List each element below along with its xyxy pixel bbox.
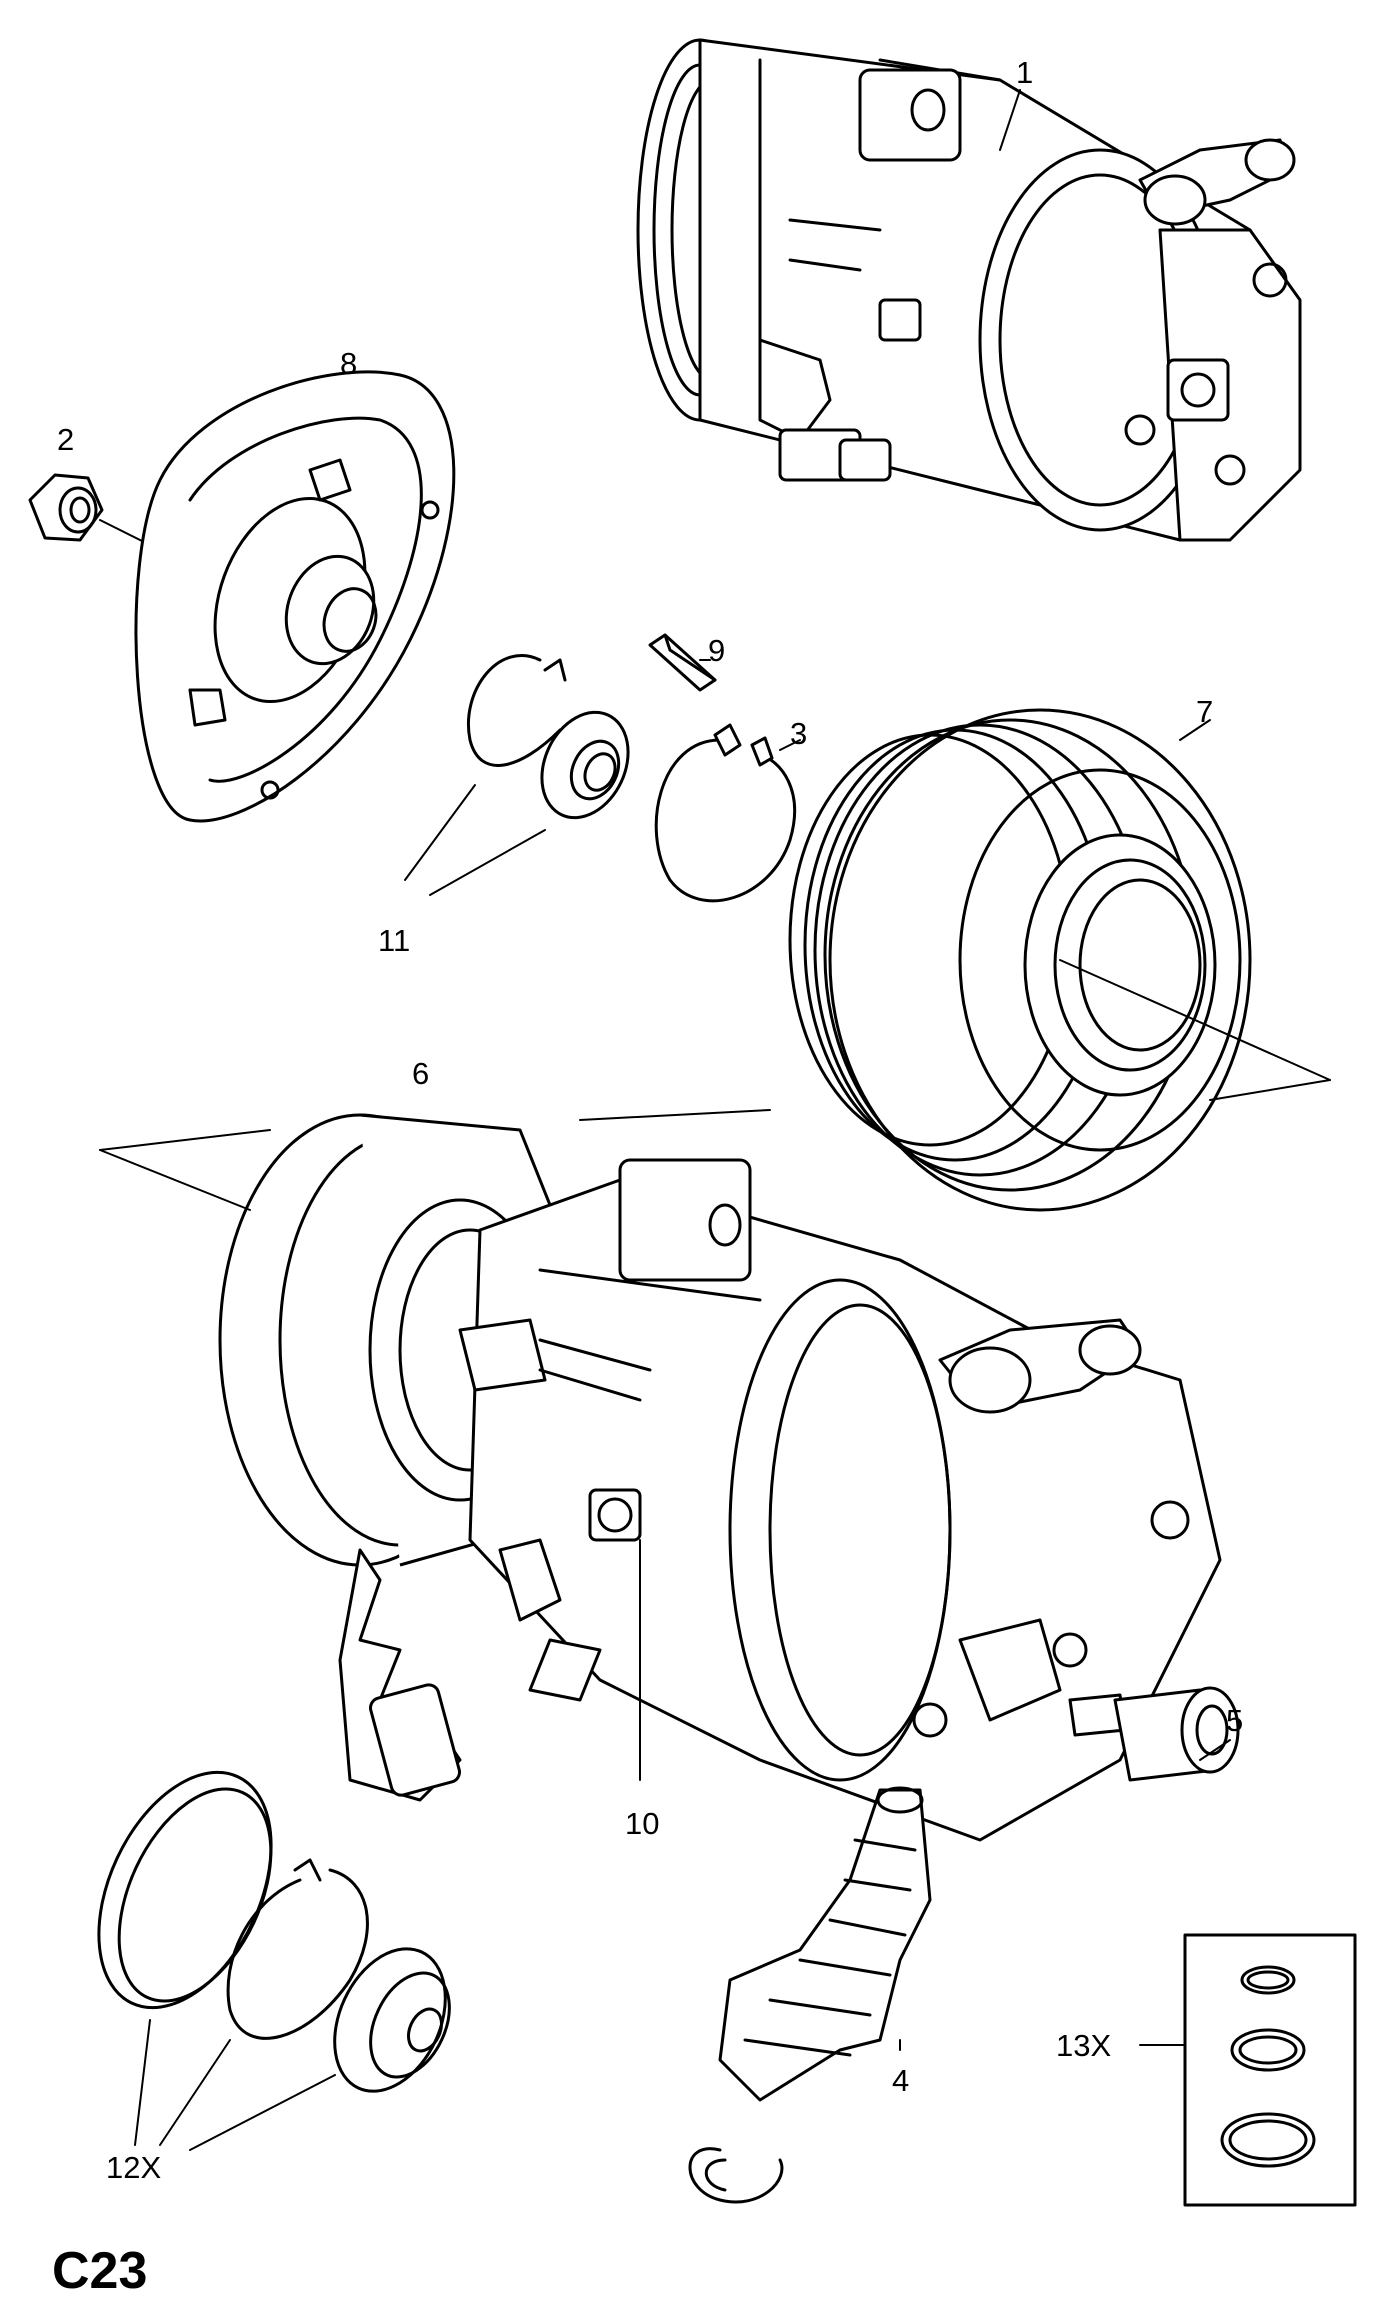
part-2-nut <box>28 473 151 546</box>
part-11-circlip-and-bearing <box>404 653 630 896</box>
callout-12x: 12X <box>106 2150 162 2185</box>
callout-10: 10 <box>625 1806 660 1841</box>
leader-lines <box>699 89 1231 2051</box>
callout-9: 9 <box>708 633 726 668</box>
part-3-snap-ring <box>654 723 796 903</box>
callout-11: 11 <box>378 923 411 958</box>
part-13x-oring-kit <box>1139 1933 1357 2207</box>
callout-5: 5 <box>1226 1703 1244 1738</box>
part-12x-seal-kit <box>97 1770 451 2151</box>
part-4-valve <box>688 1786 932 2204</box>
callout-2: 2 <box>57 422 75 457</box>
part-7-pulley <box>788 708 1331 1212</box>
callout-1: 1 <box>1016 55 1034 90</box>
callout-4: 4 <box>892 2063 910 2098</box>
part-9-key <box>648 633 717 692</box>
diagram-code-label: C23 <box>52 2242 148 2300</box>
callout-3: 3 <box>790 716 808 751</box>
compressor-body <box>458 1158 1222 1842</box>
callout-7: 7 <box>1196 694 1214 729</box>
callout-8: 8 <box>340 346 358 381</box>
callout-6: 6 <box>412 1056 430 1091</box>
part-8-clutch-plate <box>134 370 456 823</box>
part-1-compressor <box>636 38 1302 542</box>
callout-13x: 13X <box>1056 2028 1112 2063</box>
part-5-service-fitting <box>1068 1686 1240 1782</box>
